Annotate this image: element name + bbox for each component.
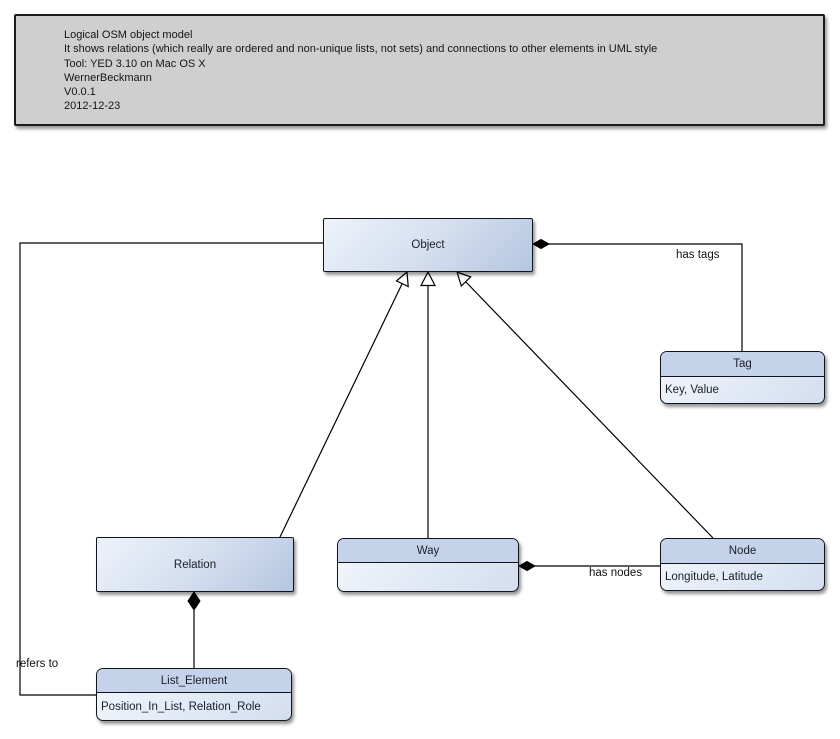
note-line-desc: It shows relations (which really are ord…	[64, 43, 658, 56]
class-list-element-title: List_Element	[97, 669, 291, 693]
class-way-title: Way	[338, 539, 518, 563]
edge-refers-to[interactable]	[19, 242, 323, 696]
edge-label-has-tags: has tags	[676, 249, 720, 261]
composition-diamond-icon	[531, 238, 551, 250]
class-object-title: Object	[411, 239, 445, 251]
generalization-arrow-icon	[420, 270, 436, 287]
note-line-version: V0.0.1	[64, 86, 96, 99]
class-list-element[interactable]: List_Element Position_In_List, Relation_…	[96, 668, 292, 721]
note-line-date: 2012-12-23	[64, 100, 121, 113]
class-node-title: Node	[661, 539, 824, 564]
class-tag-attributes: Key, Value	[665, 384, 719, 396]
edge-has-tags[interactable]	[548, 243, 743, 351]
generalization-arrow-icon	[395, 270, 409, 288]
class-relation-title: Relation	[173, 558, 217, 571]
composition-diamond-icon	[517, 560, 537, 572]
generalization-arrow-icon	[456, 271, 472, 288]
edge-label-refers-to: refers to	[16, 658, 59, 670]
class-object[interactable]: Object	[323, 218, 533, 272]
note-line-title: Logical OSM object model	[64, 29, 193, 41]
class-tag-title: Tag	[661, 352, 824, 377]
class-node-attributes: Longitude, Latitude	[665, 571, 763, 583]
note-line-tool: Tool: YED 3.10 on Mac OS X	[64, 57, 206, 70]
class-tag[interactable]: Tag Key, Value	[660, 351, 825, 404]
class-list-element-attributes: Position_In_List, Relation_Role	[101, 700, 261, 713]
edge-generalization-node[interactable]	[463, 279, 714, 539]
class-way[interactable]: Way	[337, 538, 519, 592]
edge-generalization-relation[interactable]	[279, 283, 403, 538]
class-way-attributes	[338, 563, 518, 591]
note-line-author: WernerBeckmann	[64, 71, 152, 84]
composition-diamond-icon	[187, 591, 201, 611]
class-node[interactable]: Node Longitude, Latitude	[660, 538, 825, 591]
edge-label-has-nodes: has nodes	[589, 567, 643, 579]
class-relation[interactable]: Relation	[96, 537, 294, 592]
note-box[interactable]: Logical OSM object model It shows relati…	[14, 14, 825, 126]
